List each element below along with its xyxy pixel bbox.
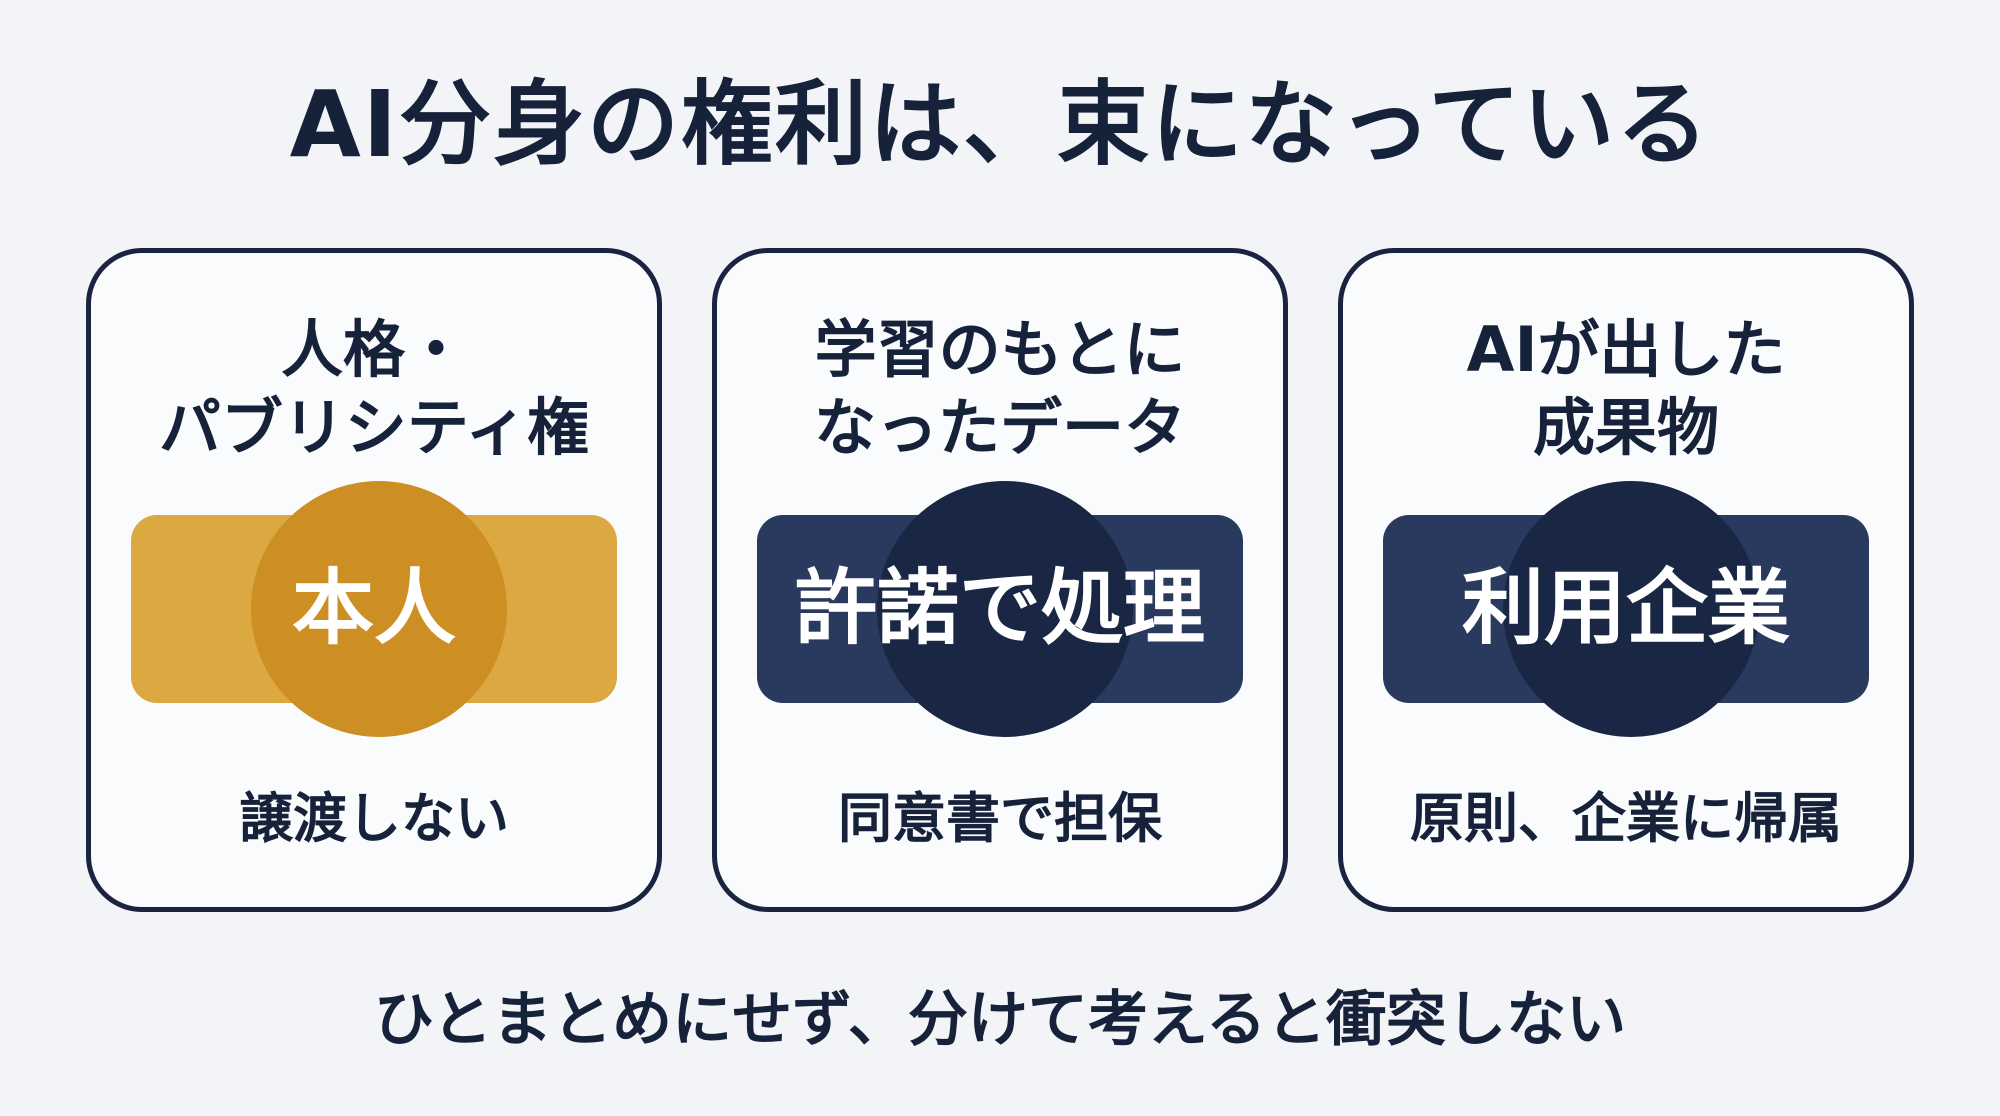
card-heading-line2: なったデータ (813, 391, 1186, 464)
card-heading-line1: AIが出した (1466, 313, 1786, 386)
card-note: 同意書で担保 (838, 787, 1162, 850)
card-heading: 学習のもとに なったデータ (717, 311, 1283, 467)
footer-message: ひとまとめにせず、分けて考えると衝突しない (373, 985, 1627, 1055)
owner-label: 本人 (291, 561, 456, 656)
card-heading-line2: パブリシティ権 (158, 391, 590, 464)
card-heading: 人格・ パブリシティ権 (91, 311, 657, 467)
slide-title: AI分身の権利は、束になっている (289, 71, 1711, 178)
owner-label: 利用企業 (1461, 561, 1790, 656)
owner-circle (251, 481, 507, 737)
rights-card-training-data: 学習のもとに なったデータ 許諾で処理 同意書で担保 (712, 248, 1288, 912)
card-heading-line2: 成果物 (1532, 391, 1719, 464)
owner-label: 許諾で処理 (794, 561, 1205, 656)
card-note: 譲渡しない (239, 787, 509, 850)
card-heading-line1: 学習のもとに (814, 313, 1186, 386)
card-note: 原則、企業に帰属 (1410, 787, 1842, 850)
owner-circle (877, 481, 1133, 737)
rights-card-personality: 人格・ パブリシティ権 本人 譲渡しない (86, 248, 662, 912)
card-heading: AIが出した 成果物 (1343, 311, 1909, 467)
owner-circle (1503, 481, 1759, 737)
card-heading-line1: 人格・ (280, 313, 467, 386)
rights-card-ai-output: AIが出した 成果物 利用企業 原則、企業に帰属 (1338, 248, 1914, 912)
